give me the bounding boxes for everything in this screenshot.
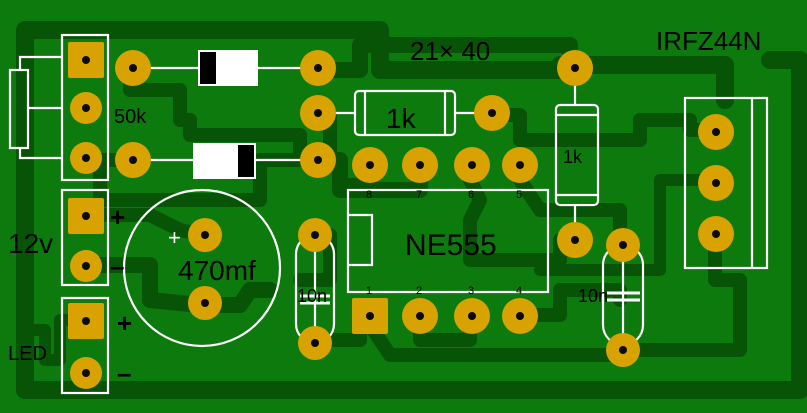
led-label: LED [8,343,47,365]
ic-pin-6-label: 6 [468,189,474,201]
ic-outline [346,188,550,294]
resistor-2-body [554,103,600,207]
pot-label: 50k [114,106,147,128]
capacitor-470-outline [122,188,282,348]
ic-pin-5-label: 5 [516,189,522,201]
power-header-outline [60,188,110,287]
ic-pin-3-label: 3 [468,285,474,297]
capacitor-label: 470mf [178,255,256,286]
ic-pin-7-label: 7 [416,189,422,201]
ic-pin-4-label: 4 [516,285,522,297]
silkscreen-outlines [8,33,769,395]
capacitor-plus-sign: + [168,225,181,250]
resistor-1-label: 1k [386,103,417,134]
power-plus-sign: + [110,202,125,232]
ic-pin-8-label: 8 [366,189,372,201]
ic-pin-1-label: 1 [366,285,372,297]
mosfet-label: IRFZ44N [656,26,761,56]
resistor-2-label: 1k [563,147,583,167]
power-label: 12v [8,228,53,259]
dimensions-label: 21× 40 [410,36,490,66]
ceramic-cap-1-label: 10n [297,286,327,306]
mosfet-outline [683,96,769,270]
ceramic-cap-2-label: 10n [578,286,608,306]
ic-pin-2-label: 2 [416,285,422,297]
ic-label: NE555 [405,229,497,262]
led-minus-sign: – [117,358,131,388]
led-plus-sign: + [117,308,132,338]
pads [68,42,734,389]
power-minus-sign: – [110,251,124,281]
led-header-outline [60,296,110,395]
